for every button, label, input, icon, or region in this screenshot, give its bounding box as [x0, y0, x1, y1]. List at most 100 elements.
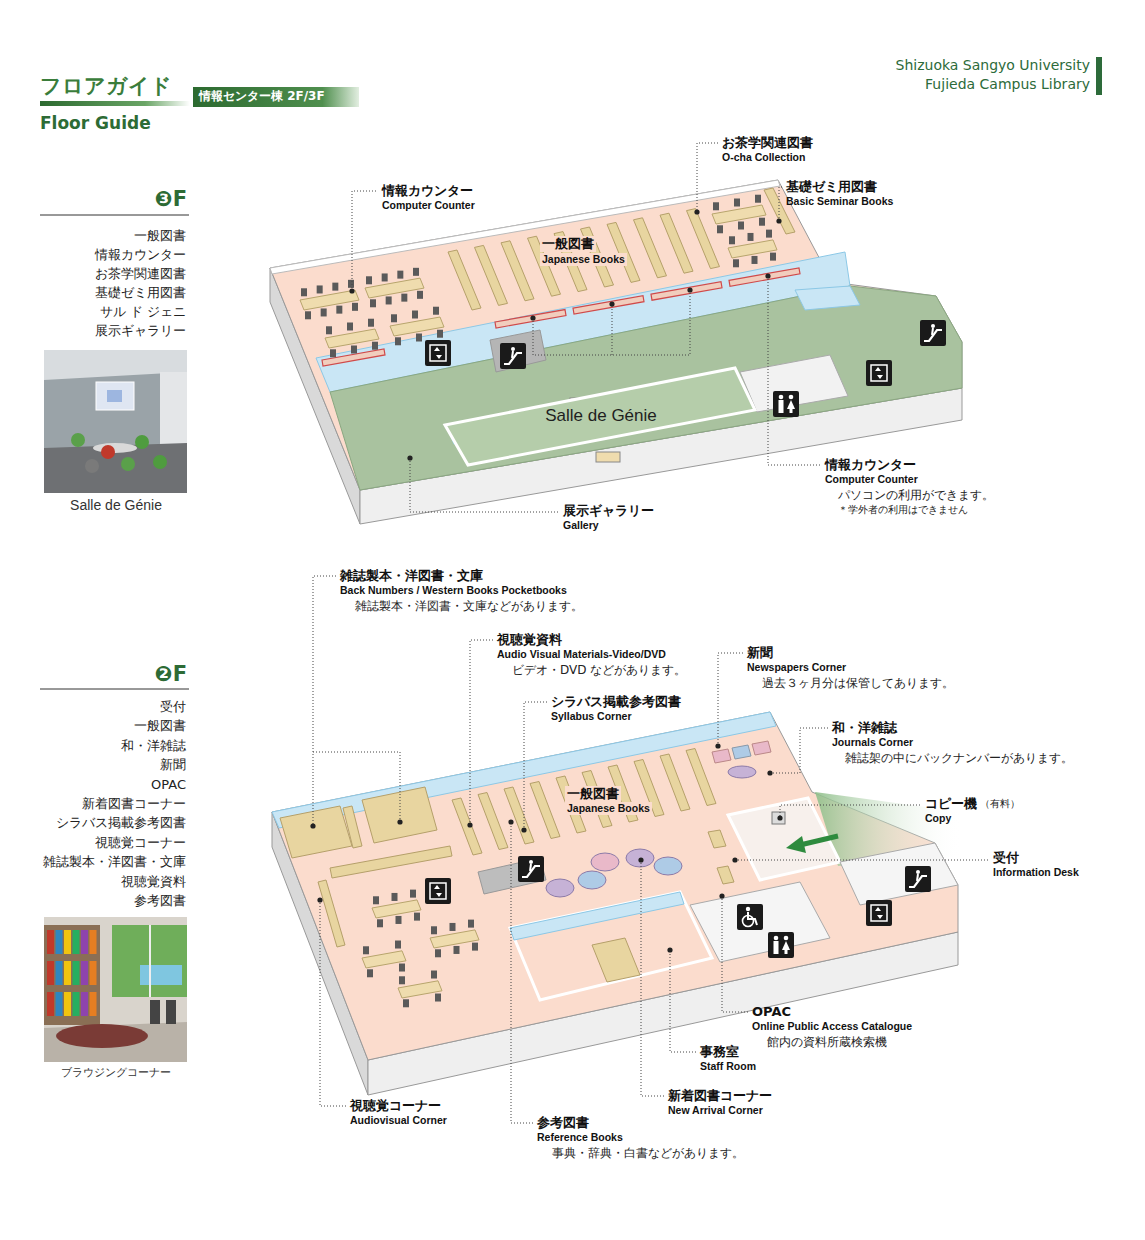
elevator-arrow [436, 893, 442, 897]
chair [413, 268, 419, 276]
floor-list-item: 新聞 [160, 757, 186, 773]
elevator-icon [425, 340, 451, 366]
leader-dot [767, 770, 772, 775]
leader-dot [407, 455, 412, 460]
photo-chair [101, 445, 115, 459]
icon-box [425, 878, 451, 904]
leader-line [768, 277, 820, 465]
icon-box [866, 900, 892, 926]
area-name: お茶学関連図書 [722, 135, 813, 151]
sofa [752, 741, 771, 755]
photo-chair [71, 433, 85, 447]
wheelchair-icon [737, 904, 763, 930]
photo-magazine [73, 930, 80, 954]
bookshelf [478, 793, 508, 850]
floor-list-item: 和・洋雑誌 [121, 738, 186, 754]
chair [437, 330, 443, 338]
floor-list-item: サル ド ジェニ [100, 304, 186, 320]
photo-caption: Salle de Génie [70, 497, 162, 514]
elevator-door [430, 883, 446, 899]
area-name-english: Journals Corner [832, 736, 913, 749]
escalator-area [490, 330, 546, 372]
chair [321, 308, 327, 316]
leader-lines [310, 143, 988, 1123]
chair [370, 299, 376, 307]
photo-magazine [81, 930, 88, 954]
title-underline [40, 101, 190, 106]
chair [435, 994, 441, 1002]
chair [403, 999, 409, 1007]
chair [332, 283, 338, 291]
chair [759, 218, 765, 226]
floor-list-item: 視聴覚資料 [121, 874, 186, 890]
chair [367, 969, 373, 977]
bookshelf [764, 188, 795, 234]
leader-dot [317, 897, 322, 902]
toilet-man-body [779, 400, 784, 413]
floor-3f [270, 180, 962, 524]
gallery-area [330, 286, 962, 490]
icon-box [737, 904, 763, 930]
chair [377, 919, 383, 927]
chair [336, 306, 342, 314]
chair [351, 346, 357, 354]
chair [755, 195, 761, 203]
chair [416, 334, 422, 342]
area-name: 基礎ゼミ用図書 [786, 179, 877, 195]
leader-dot [694, 209, 699, 214]
leader-line [780, 805, 920, 816]
elevator-arrow [875, 367, 881, 371]
photo-magazine [81, 992, 88, 1016]
floor-list-item: 一般図書 [134, 718, 186, 734]
chair [386, 296, 392, 304]
bookshelf [448, 250, 481, 310]
area-note: パソコンの利用ができます。 [838, 488, 994, 502]
leader-line [718, 653, 743, 745]
chair [352, 303, 358, 311]
floor-rule [40, 215, 189, 216]
leader-line [772, 728, 828, 773]
leader-dot [508, 819, 513, 824]
reference-room [510, 892, 712, 1000]
photo-salle-de-genie [44, 350, 187, 493]
area-name: 情報カウンター [382, 183, 473, 199]
chair [435, 949, 441, 957]
chair [366, 276, 372, 284]
toilet-man-head [774, 936, 779, 941]
area-name-english: O-cha Collection [722, 151, 805, 164]
chair [301, 288, 307, 296]
room-name: Salle de Génie [545, 406, 657, 426]
leader-dot [521, 827, 526, 832]
photo-window [112, 925, 187, 997]
wheelchair-wheel [743, 916, 754, 927]
photo-window-pool [140, 965, 182, 985]
bookshelf [501, 241, 534, 301]
photo-magazine [64, 930, 71, 954]
chair [738, 222, 744, 230]
area-name: 雑誌製本・洋図書・文庫 [340, 568, 483, 584]
area-name-english: Computer Counter [825, 473, 918, 486]
icon-box [905, 866, 931, 892]
chair [348, 280, 354, 288]
book-counter [651, 282, 722, 300]
escalator-person [917, 874, 918, 881]
leader-line [641, 860, 664, 1096]
photo-chair [135, 435, 149, 449]
elevator-arrow [875, 907, 881, 911]
chair [395, 337, 401, 345]
icon-box [773, 391, 799, 417]
toilet-icon [768, 932, 794, 958]
chair [433, 307, 439, 315]
photo-wall [44, 350, 187, 493]
round-seat [626, 849, 654, 867]
chair [472, 943, 478, 951]
chair [330, 349, 336, 357]
photo-magazine [64, 961, 71, 985]
icon-box [518, 856, 544, 882]
area-name-english: Online Public Access Catalogue [752, 1020, 912, 1033]
area-name-english: Copy [925, 812, 951, 825]
photo-magazine [56, 992, 63, 1016]
area-name-english: Information Desk [993, 866, 1079, 879]
area-name: 視聴覚コーナー [350, 1098, 441, 1114]
